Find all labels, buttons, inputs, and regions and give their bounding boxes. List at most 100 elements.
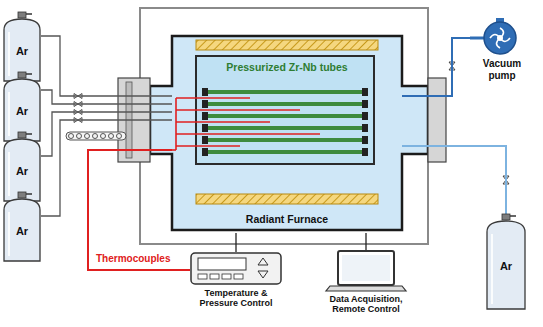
manifold-roller — [77, 134, 82, 139]
controller-arrow — [258, 271, 268, 278]
manifold-bar — [66, 132, 126, 140]
tube-cap — [362, 112, 368, 120]
valve-handle — [510, 215, 516, 217]
valve — [18, 12, 26, 18]
valve-handle — [26, 13, 32, 15]
tube-cap — [362, 100, 368, 108]
argon-line — [402, 146, 506, 214]
tube-cap — [362, 136, 368, 144]
cylinder-body — [4, 199, 40, 261]
gas-cylinder: Ar — [3, 72, 41, 142]
controller-button — [222, 274, 231, 279]
cylinder-highlight — [8, 32, 10, 76]
manifold — [66, 132, 126, 140]
vacuum-line — [402, 38, 470, 96]
tube — [208, 90, 362, 94]
tube-cap — [362, 124, 368, 132]
tube — [208, 126, 362, 130]
cylinder-highlight — [491, 234, 493, 304]
pump-body — [484, 22, 516, 54]
laptop-base — [326, 286, 406, 291]
cylinder-body — [487, 221, 525, 309]
controller-arrow — [258, 258, 268, 265]
gas-label: Ar — [16, 45, 28, 58]
controller-button — [210, 274, 219, 279]
tube-cap — [362, 88, 368, 96]
controller: Temperature & Pressure Control — [190, 252, 282, 312]
manifold-roller — [93, 134, 98, 139]
tube-cap — [202, 148, 208, 156]
manifold-roller — [117, 134, 122, 139]
gas-line — [41, 36, 172, 96]
thermocouple-wire — [176, 145, 240, 147]
cylinder-body — [4, 19, 40, 81]
tube-cap — [362, 148, 368, 156]
tube — [208, 150, 362, 154]
thermocouple-wire — [176, 133, 320, 135]
valve — [18, 72, 26, 78]
pump-hub — [497, 35, 503, 41]
heater-band — [196, 40, 378, 50]
tube-cap — [202, 136, 208, 144]
tube-cap — [202, 124, 208, 132]
gas-cylinder: Ar — [486, 214, 526, 310]
heater-band — [196, 194, 378, 204]
controller-case — [191, 253, 281, 284]
device-caption: Data Acquisition, Remote Control — [318, 294, 414, 315]
tube-cap — [202, 88, 208, 96]
thermocouple-line — [88, 150, 190, 270]
pump-impeller — [490, 28, 510, 48]
controller-button — [234, 274, 243, 279]
tube-cap — [202, 112, 208, 120]
gas-label: Ar — [16, 165, 28, 178]
cylinder-highlight — [8, 92, 10, 136]
pump-label: Vacuum pump — [470, 58, 534, 81]
device-caption: Temperature & Pressure Control — [190, 288, 282, 309]
manifold-roller — [69, 134, 74, 139]
laptop: Data Acquisition, Remote Control — [318, 250, 414, 318]
gas-cylinder: Ar — [3, 192, 41, 262]
valve — [502, 214, 510, 220]
enclosure — [140, 8, 428, 244]
furnace-label: Radiant Furnace — [246, 213, 328, 225]
cylinder-body — [4, 139, 40, 201]
laptop-screen — [338, 251, 394, 285]
cylinder-highlight — [8, 152, 10, 196]
tube-cap — [202, 100, 208, 108]
valve-handle — [26, 133, 32, 135]
tube — [208, 114, 362, 118]
laptop-display — [342, 255, 390, 281]
valve-handle — [26, 73, 32, 75]
gas-label: Ar — [16, 105, 28, 118]
gas-cylinder: Ar — [3, 12, 41, 82]
valve — [18, 132, 26, 138]
tube — [208, 102, 362, 106]
cylinder-highlight — [8, 212, 10, 256]
pump-inlet — [470, 37, 485, 40]
thermocouple-wire — [176, 97, 250, 99]
thermocouple-wire — [176, 109, 300, 111]
gas-cylinder: Ar — [3, 132, 41, 202]
manifold-roller — [85, 134, 90, 139]
edge-label-holder: Thermocouples — [94, 253, 172, 265]
gas-label: Ar — [500, 260, 512, 273]
thermocouple-wire — [175, 98, 177, 150]
valve-handle — [26, 193, 32, 195]
flange — [428, 78, 446, 162]
thermocouple-wire — [172, 149, 176, 151]
thermocouple-wire — [176, 121, 270, 123]
cylinder-body — [4, 79, 40, 141]
signal-line — [235, 233, 236, 252]
manifold-roller — [101, 134, 106, 139]
gas-line — [41, 90, 172, 104]
thermocouple-wires — [172, 98, 320, 150]
gas-valves — [74, 94, 82, 123]
chamber — [150, 36, 428, 230]
controller-display — [198, 258, 246, 270]
tube-label: Pressurized Zr-Nb tubes — [226, 61, 347, 73]
radiant-furnace: Pressurized Zr-Nb tubesRadiant Furnace — [172, 36, 402, 233]
gas-label: Ar — [16, 225, 28, 238]
tube — [208, 138, 362, 142]
